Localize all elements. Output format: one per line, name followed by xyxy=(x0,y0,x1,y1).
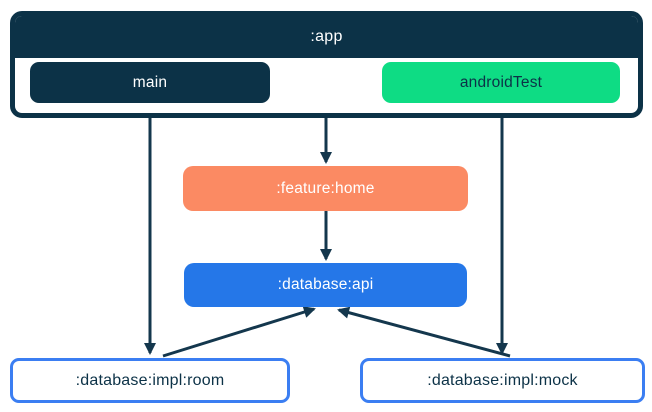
androidtest-sourceset-label: androidTest xyxy=(459,73,543,91)
database-api-label: :database:api xyxy=(277,276,374,293)
edge-mock-to-database-api xyxy=(337,306,511,358)
database-impl-room-label: :database:impl:room xyxy=(75,371,225,389)
main-sourceset-label: main xyxy=(132,73,168,91)
database-impl-mock-label: :database:impl:mock xyxy=(427,371,578,389)
node-database-impl-mock-module: :database:impl:mock xyxy=(360,358,645,403)
edge-room-to-database-api xyxy=(162,306,316,358)
node-database-impl-room-module: :database:impl:room xyxy=(10,358,290,403)
node-main-sourceset: main xyxy=(30,62,270,103)
node-database-api-module: :database:api xyxy=(184,263,467,307)
feature-home-label: :feature:home xyxy=(276,179,375,197)
node-feature-home-module: :feature:home xyxy=(183,166,468,211)
app-module-label: :app xyxy=(310,28,343,45)
node-androidtest-sourceset: androidTest xyxy=(382,62,620,103)
app-module-header: :app xyxy=(15,16,638,58)
